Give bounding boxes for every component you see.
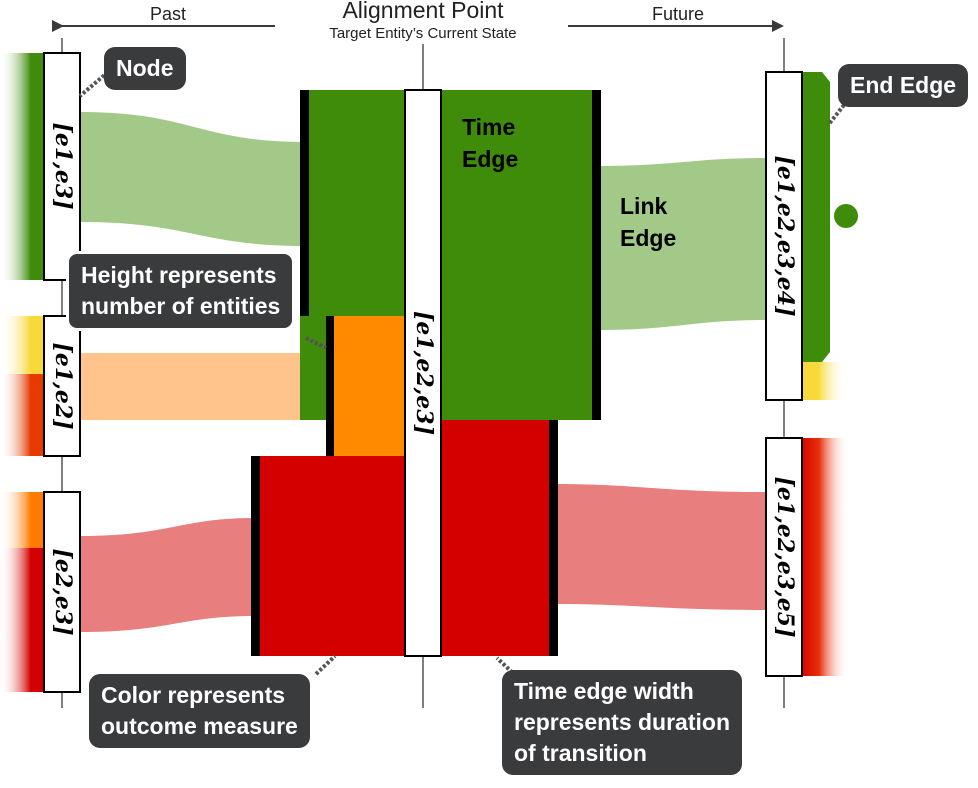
callout-end-edge: End Edge [838, 64, 969, 107]
callout-height-line2: number of entities [81, 293, 281, 319]
link-edge-label-line2: Edge [620, 225, 676, 251]
time-edge-red-right-end-bar [549, 420, 558, 656]
node-left-middle[interactable] [43, 315, 81, 457]
node-right-top-label: [e1,e2,e3,e4] [772, 155, 798, 316]
node-center[interactable] [404, 89, 442, 657]
callout-end-edge-text: End Edge [850, 72, 957, 98]
time-edge-orange [326, 316, 408, 456]
callout-node: Node [104, 47, 186, 90]
link-edge-orange-left [80, 353, 330, 420]
time-edge-green-end-bar [592, 90, 601, 420]
link-edge-green-right [595, 158, 768, 330]
alignment-title: Alignment Point [342, 0, 504, 23]
node-left-middle-label: [e1,e2] [50, 342, 76, 429]
node-left-bottom-label: [e2,e3] [50, 548, 76, 635]
node-left-top-label: [e1,e3] [50, 122, 76, 209]
node-right-top[interactable] [765, 71, 803, 401]
left-end-edge-orange [0, 492, 44, 548]
end-edge-green [800, 72, 830, 362]
time-edge-red-left-start-bar [251, 456, 260, 656]
callout-width-line3: of transition [514, 740, 647, 766]
end-edge-yellow [800, 362, 846, 400]
callout-height: Height represents number of entities [66, 251, 296, 331]
callout-leaders [78, 70, 846, 678]
link-edge-red-left [80, 518, 255, 632]
node-right-bottom[interactable] [765, 437, 803, 677]
time-edge-orange-start-bar [326, 316, 334, 456]
time-edge-label-line2: Edge [462, 146, 518, 172]
link-edge-label-line1: Link [620, 193, 667, 219]
callout-color: Color represents outcome measure [89, 674, 310, 748]
node-right-bottom-label: [e1,e2,e3,e5] [772, 476, 798, 637]
time-edge-red-left [251, 456, 408, 656]
callout-width-line1: Time edge width [514, 678, 694, 704]
future-label: Future [652, 4, 704, 24]
node-center-label: [e1,e2,e3] [411, 311, 437, 435]
leader-node [78, 70, 110, 98]
alignment-subtitle: Target Entity’s Current State [329, 25, 516, 42]
past-label: Past [150, 4, 186, 24]
time-edge-label-line1: Time [462, 114, 515, 140]
left-end-edge-red [0, 374, 44, 456]
time-edge-red-right [440, 420, 558, 656]
node-left-top[interactable] [43, 52, 81, 281]
left-end-edge-deep-red [0, 548, 44, 692]
callout-color-line2: outcome measure [101, 713, 298, 739]
link-edge-red-right [552, 484, 768, 610]
link-edge-green-left [80, 112, 305, 246]
leader-color [314, 654, 337, 676]
callout-width: Time edge width represents duration of t… [502, 670, 742, 775]
leader-width [495, 656, 518, 678]
left-end-edge-yellow [0, 316, 44, 374]
left-end-edge-green [0, 53, 44, 280]
node-left-bottom[interactable] [43, 491, 81, 693]
time-edge-green-start-bar [300, 90, 309, 316]
callout-width-line2: represents duration [514, 709, 730, 735]
end-edge-dot [834, 204, 858, 228]
leader-height [305, 336, 327, 350]
end-edge-red [800, 438, 848, 676]
leader-end-edge [827, 103, 846, 126]
callout-color-line1: Color represents [101, 682, 286, 708]
callout-node-text: Node [116, 55, 174, 81]
callout-height-line1: Height represents [81, 262, 277, 288]
